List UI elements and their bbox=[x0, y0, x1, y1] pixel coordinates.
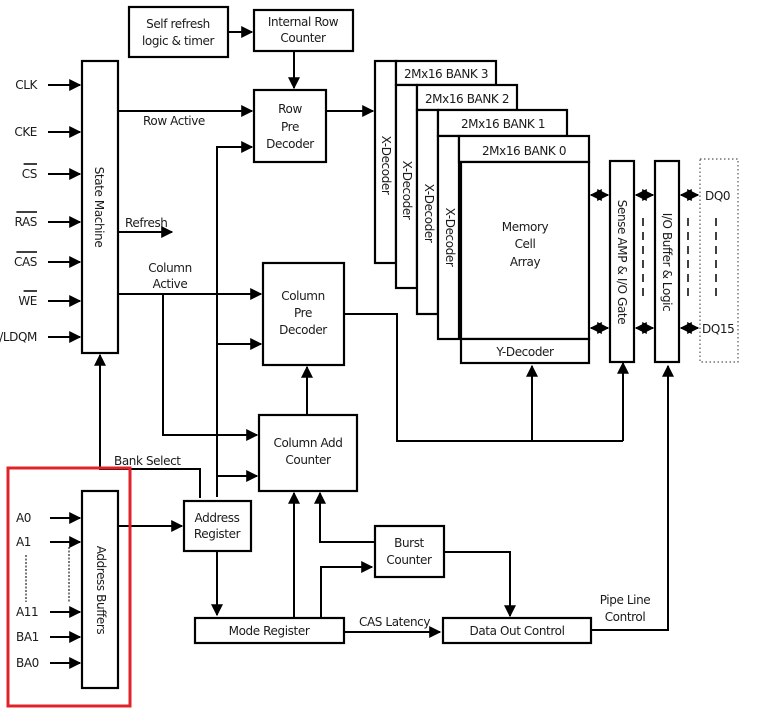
memory-cell-array-block bbox=[459, 160, 591, 341]
mode-register-block bbox=[193, 616, 346, 645]
control-input-label: RAS bbox=[15, 215, 37, 229]
refresh-label: Refresh bbox=[125, 216, 168, 230]
x-decoder-1-label: X-Decoder bbox=[422, 184, 436, 243]
state-machine-block bbox=[80, 59, 120, 355]
address-input-label: A1 bbox=[16, 535, 31, 549]
control-input-label: CKE bbox=[14, 125, 37, 139]
dq15-label: DQ15 bbox=[702, 322, 734, 336]
address-register-label-2: Register bbox=[194, 527, 241, 541]
state-machine-label: State Machine bbox=[92, 167, 106, 248]
burst-counter-to-col-counter-wire bbox=[314, 491, 375, 543]
address-input-ba0: BA0 bbox=[16, 656, 82, 670]
self-refresh-label-1: Self refresh bbox=[146, 17, 210, 31]
address-input-a1: A1 bbox=[16, 535, 82, 549]
address-bus-to-row-predecoder-wire bbox=[216, 141, 254, 497]
column-active-label-2: Active bbox=[153, 277, 188, 291]
cas-latency-label: CAS Latency bbox=[359, 615, 430, 629]
internal-row-counter-label-1: Internal Row bbox=[268, 15, 339, 29]
mode-register-label: Mode Register bbox=[229, 624, 310, 638]
mode-register-to-burst-counter-wire bbox=[320, 561, 374, 618]
column-pre-decoder-label-1: Column bbox=[281, 289, 325, 303]
column-add-counter-block bbox=[257, 413, 359, 493]
self-refresh-block bbox=[127, 5, 230, 59]
memory-cell-array-label-3: Array bbox=[510, 255, 541, 269]
row-pre-decoder-label-2: Pre bbox=[281, 120, 299, 134]
control-input-label: WE bbox=[18, 294, 37, 308]
self-refresh-label-2: logic & timer bbox=[142, 34, 215, 48]
io-buffer-block bbox=[653, 159, 681, 364]
control-input-cs: CS bbox=[22, 163, 82, 181]
burst-counter-block bbox=[373, 524, 446, 579]
column-active-label-1: Column bbox=[148, 261, 192, 275]
memory-cell-array-label-1: Memory bbox=[502, 220, 549, 234]
x-decoder-0-label: X-Decoder bbox=[443, 208, 457, 267]
bank-0-label: 2Mx16 BANK 0 bbox=[482, 144, 566, 158]
y-decoder-block bbox=[459, 337, 591, 365]
internal-row-counter-label-2: Counter bbox=[280, 31, 326, 45]
address-input-a11: A11 bbox=[16, 605, 82, 619]
sense-amp-label: Sense AMP & I/O Gate bbox=[615, 200, 629, 324]
row-active-label: Row Active bbox=[143, 114, 205, 128]
control-input-label: U/LDQM bbox=[0, 330, 37, 344]
control-input-u-ldqm: U/LDQM bbox=[0, 330, 82, 344]
pipe-line-control-wire bbox=[591, 364, 674, 631]
io-buffer-label: I/O Buffer & Logic bbox=[660, 213, 674, 312]
y-decoder-label: Y-Decoder bbox=[495, 345, 554, 359]
address-input-label: A11 bbox=[16, 605, 38, 619]
row-pre-decoder-label-1: Row bbox=[278, 102, 302, 116]
address-buffers-block bbox=[80, 489, 120, 690]
internal-row-counter-block bbox=[252, 8, 355, 53]
bank-0: 2Mx16 BANK 0 X-Decoder Memory Cell Array… bbox=[436, 134, 591, 365]
memory-cell-array-label-2: Cell bbox=[515, 237, 536, 251]
data-out-control-label: Data Out Control bbox=[469, 624, 564, 638]
sense-amp-block bbox=[608, 159, 636, 364]
bank-1-label: 2Mx16 BANK 1 bbox=[461, 117, 545, 131]
column-pre-decoder-label-3: Decoder bbox=[279, 323, 327, 337]
address-buffers-highlight bbox=[6, 466, 132, 708]
burst-counter-to-data-out-wire bbox=[444, 551, 516, 618]
column-add-counter-label-2: Counter bbox=[285, 453, 331, 467]
control-input-ras: RAS bbox=[15, 211, 82, 229]
control-input-we: WE bbox=[18, 290, 82, 308]
burst-counter-label-1: Burst bbox=[394, 536, 424, 550]
bank-select-label: Bank Select bbox=[114, 454, 181, 468]
bank-2-label: 2Mx16 BANK 2 bbox=[425, 92, 509, 106]
control-inputs: CLK CKE CS RAS CAS WE U/LDQM bbox=[0, 78, 82, 344]
x-decoder-3-label: X-Decoder bbox=[379, 136, 393, 195]
bank-select-wire bbox=[94, 353, 201, 498]
address-input-ba1: BA1 bbox=[16, 630, 82, 644]
control-input-cke: CKE bbox=[14, 125, 82, 139]
bank-3-label: 2Mx16 BANK 3 bbox=[404, 67, 488, 81]
address-input-a0: A0 bbox=[16, 511, 82, 525]
column-active-to-col-counter-wire bbox=[162, 294, 259, 441]
address-buffers-label: Address Buffers bbox=[94, 546, 108, 635]
control-input-cas: CAS bbox=[14, 251, 82, 269]
address-input-label: BA1 bbox=[16, 630, 39, 644]
column-pre-decoder-label-2: Pre bbox=[294, 306, 312, 320]
pipe-line-control-label-1: Pipe Line bbox=[600, 593, 651, 607]
pipe-line-control-label-2: Control bbox=[605, 610, 646, 624]
column-pre-decoder-block bbox=[261, 261, 346, 367]
data-out-control-block bbox=[441, 616, 593, 645]
control-input-label: CAS bbox=[14, 255, 37, 269]
address-input-label: BA0 bbox=[16, 656, 39, 670]
address-register-label-1: Address bbox=[195, 511, 240, 525]
dq-pins-group bbox=[699, 158, 739, 363]
control-input-clk: CLK bbox=[15, 78, 82, 92]
burst-counter-label-2: Counter bbox=[386, 553, 432, 567]
dq0-label: DQ0 bbox=[705, 189, 730, 203]
address-register-block bbox=[182, 499, 253, 553]
col-predecoder-to-ydecoder-wire bbox=[344, 313, 610, 442]
row-pre-decoder-block bbox=[252, 88, 328, 164]
row-pre-decoder-label-3: Decoder bbox=[266, 137, 314, 151]
control-input-label: CS bbox=[22, 167, 37, 181]
control-input-label: CLK bbox=[15, 78, 38, 92]
x-decoder-2-label: X-Decoder bbox=[400, 161, 414, 220]
address-input-label: A0 bbox=[16, 511, 31, 525]
column-add-counter-label-1: Column Add bbox=[273, 436, 342, 450]
